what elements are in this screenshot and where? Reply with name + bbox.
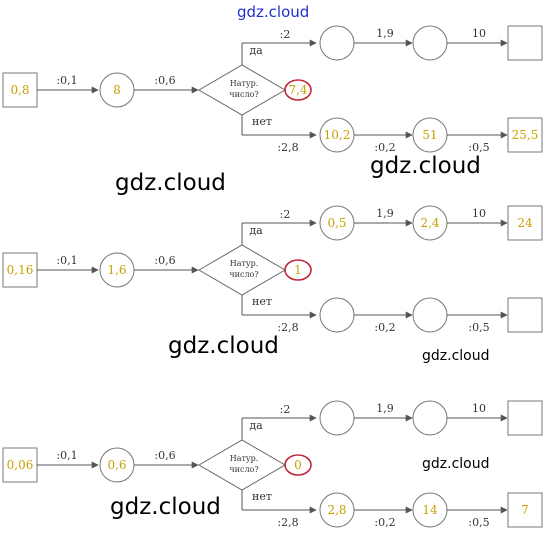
no-circle-2-value: 14 bbox=[422, 503, 438, 517]
watermark-d3-right: gdz.cloud bbox=[422, 456, 490, 472]
second-value: 0,6 bbox=[107, 458, 126, 472]
op-no-second-label: :0,2 bbox=[374, 321, 395, 334]
op-yes-second-label: 1,9 bbox=[376, 207, 394, 220]
start-value: 0,8 bbox=[10, 83, 29, 97]
op-no-third-label: :0,5 bbox=[468, 516, 489, 529]
watermark-d3-left: gdz.cloud bbox=[110, 494, 221, 520]
decision-result-value: 1 bbox=[294, 263, 302, 277]
op-no-first-label: :2,8 bbox=[277, 516, 298, 529]
no-circle-2 bbox=[412, 297, 448, 333]
second-value: 8 bbox=[113, 83, 121, 97]
op-no-third-label: :0,5 bbox=[468, 141, 489, 154]
decision-text-line1: Натур. bbox=[230, 79, 259, 88]
decision-text-line2: число? bbox=[229, 270, 258, 279]
op-yes-second-label: 1,9 bbox=[376, 402, 394, 415]
no-end-value: 7 bbox=[521, 503, 529, 517]
yes-circle-2 bbox=[412, 25, 448, 61]
start-value: 0,06 bbox=[7, 458, 34, 472]
op-second-label: :0,6 bbox=[154, 254, 175, 267]
yes-circle-1-value: 0,5 bbox=[327, 216, 346, 230]
no-end-box bbox=[507, 492, 543, 528]
op-no-third-label: :0,5 bbox=[468, 321, 489, 334]
yes-label: да bbox=[249, 224, 263, 237]
decision-text-line1: Натур. bbox=[230, 259, 259, 268]
no-circle-2-value: 51 bbox=[422, 128, 437, 142]
op-start-label: :0,1 bbox=[56, 449, 77, 462]
op-second-label: :0,6 bbox=[154, 449, 175, 462]
no-end-box bbox=[507, 297, 543, 333]
no-label: нет bbox=[252, 490, 272, 503]
op-start-label: :0,1 bbox=[56, 74, 77, 87]
decision-result-value: 0 bbox=[294, 458, 302, 472]
watermark-d1-left: gdz.cloud bbox=[115, 170, 226, 196]
yes-label: да bbox=[249, 419, 263, 432]
op-no-first-label: :2,8 bbox=[277, 141, 298, 154]
yes-circle-1 bbox=[319, 25, 355, 61]
op-yes-second-label: 1,9 bbox=[376, 27, 394, 40]
watermark-d1-right: gdz.cloud bbox=[370, 153, 481, 179]
watermark-top: gdz.cloud bbox=[237, 3, 310, 21]
yes-end-box bbox=[507, 400, 543, 436]
decision-result-value: 7,4 bbox=[288, 83, 307, 97]
yes-circle-2 bbox=[412, 400, 448, 436]
op-yes-first-label: :2 bbox=[280, 403, 291, 416]
decision-text-line2: число? bbox=[229, 90, 258, 99]
yes-end-box bbox=[507, 25, 543, 61]
no-label: нет bbox=[252, 115, 272, 128]
op-start-label: :0,1 bbox=[56, 254, 77, 267]
watermark-d2-right: gdz.cloud bbox=[422, 348, 490, 364]
yes-end-box bbox=[507, 205, 543, 241]
no-end-box bbox=[507, 117, 543, 153]
yes-circle-2-value: 2,4 bbox=[420, 216, 439, 230]
no-end-value: 25,5 bbox=[512, 128, 539, 142]
decision-text-line2: число? bbox=[229, 465, 258, 474]
decision-result-highlight bbox=[284, 454, 312, 476]
second-value: 1,6 bbox=[107, 263, 126, 277]
op-yes-first-label: :2 bbox=[280, 28, 291, 41]
op-no-second-label: :0,2 bbox=[374, 516, 395, 529]
decision-text-line1: Натур. bbox=[230, 454, 259, 463]
op-second-label: :0,6 bbox=[154, 74, 175, 87]
no-circle-1-value: 2,8 bbox=[327, 503, 346, 517]
yes-label: да bbox=[249, 44, 263, 57]
yes-end-value: 24 bbox=[517, 216, 533, 230]
op-no-first-label: :2,8 bbox=[277, 321, 298, 334]
no-circle-1-value: 10,2 bbox=[324, 128, 351, 142]
op-yes-third-label: 10 bbox=[472, 27, 486, 40]
yes-circle-1 bbox=[319, 400, 355, 436]
op-no-second-label: :0,2 bbox=[374, 141, 395, 154]
watermark-d2-left: gdz.cloud bbox=[168, 333, 279, 359]
start-value: 0,16 bbox=[7, 263, 34, 277]
no-label: нет bbox=[252, 295, 272, 308]
flowchart-1: 0,8 :0,1 8 :0,6 Натур. число? 7,4 да :2 нет :2,8 1,… bbox=[2, 25, 543, 154]
flowchart-2: 0,16 :0,1 1,6 :0,6 Натур. число? 1 да :2 нет :2,8 0… bbox=[2, 205, 543, 334]
op-yes-third-label: 10 bbox=[472, 207, 486, 220]
decision-result-highlight bbox=[284, 79, 312, 101]
decision-result-highlight bbox=[284, 259, 312, 281]
flowchart-3: 0,06 :0,1 0,6 :0,6 Натур. число? 0 да :2 нет :2,8 1… bbox=[2, 400, 543, 529]
op-yes-first-label: :2 bbox=[280, 208, 291, 221]
op-yes-third-label: 10 bbox=[472, 402, 486, 415]
no-circle-1 bbox=[319, 297, 355, 333]
